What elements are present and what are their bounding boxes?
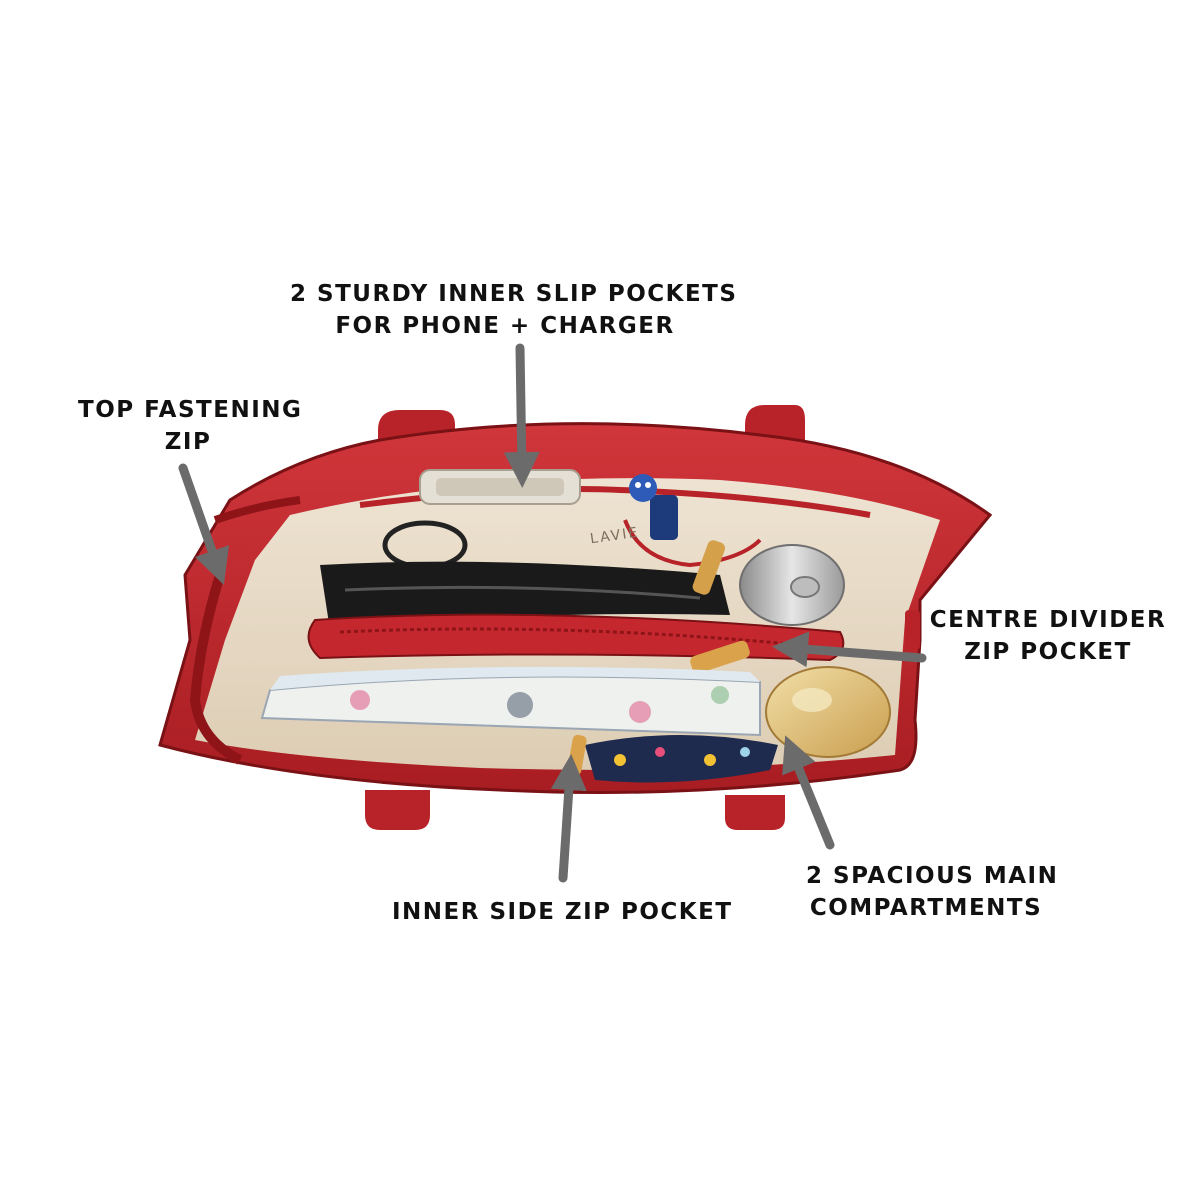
callout-top-zip-line2: ZIP [164,429,212,455]
yellow-bottle [765,666,891,758]
black-pouch [320,540,730,630]
callout-top-zip: TOP FASTENING ZIP [78,394,303,458]
arrow-slip-pockets [503,343,540,488]
arrow-centre-divider [772,631,927,668]
callout-main-compartments: 2 SPACIOUS MAIN COMPARTMENTS [806,860,1059,924]
callout-slip-pockets: 2 STURDY INNER SLIP POCKETS FOR PHONE + … [290,278,738,342]
callout-slip-pockets-line1: 2 STURDY INNER SLIP POCKETS [290,281,738,307]
callout-centre-divider-line2: ZIP POCKET [964,639,1132,665]
phone [419,469,581,505]
pocket-cord [623,519,762,568]
centre-divider-pocket [307,613,845,674]
arrow-side-zip [550,754,587,883]
top-zip-strip [189,573,243,765]
callout-arrows [178,343,927,883]
callout-top-zip-line1: TOP FASTENING [78,397,303,423]
callout-main-compartments-line1: 2 SPACIOUS MAIN [806,863,1059,889]
callout-main-compartments-line2: COMPARTMENTS [809,895,1043,921]
callout-slip-pockets-line2: FOR PHONE + CHARGER [335,313,675,339]
callout-centre-divider-line1: CENTRE DIVIDER [929,607,1167,633]
side-tab [905,610,920,650]
notebook [260,666,761,737]
charger [629,474,678,540]
arrow-main-compartments [782,735,835,850]
callout-side-zip-line1: INNER SIDE ZIP POCKET [392,899,733,925]
handle-bottom [365,790,785,830]
arrow-top-zip [178,463,230,585]
callout-side-zip: INNER SIDE ZIP POCKET [392,896,733,928]
steel-bottle [739,544,845,626]
callout-centre-divider: CENTRE DIVIDER ZIP POCKET [928,604,1168,668]
